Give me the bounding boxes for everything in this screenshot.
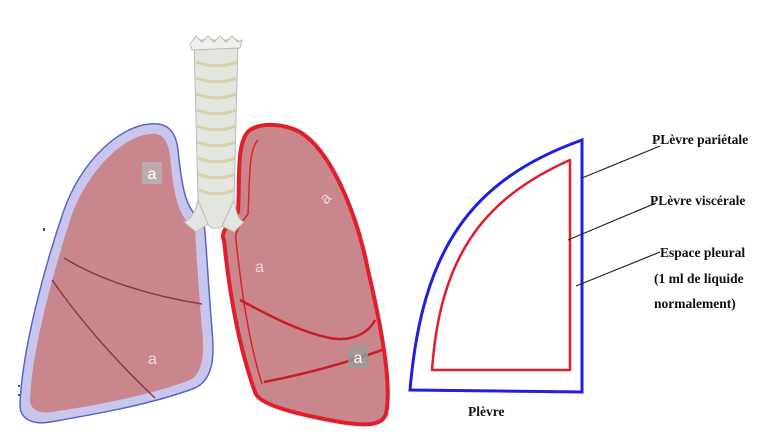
visceral-pleura-line xyxy=(430,158,572,372)
trachea-illustration xyxy=(182,35,245,233)
pleura-schematic: PLèvre pariétale PLèvre viscérale Espace… xyxy=(408,132,748,419)
label-parietal-pleura: PLèvre pariétale xyxy=(652,132,748,147)
leader-line-visceral xyxy=(567,202,657,241)
trachea-top xyxy=(189,35,243,51)
trachea-rings xyxy=(195,60,238,196)
label-pleural-space-detail-1: (1 ml de liquide xyxy=(654,271,744,286)
watermark-badge: a xyxy=(348,346,368,368)
left-lung-body xyxy=(30,133,204,413)
trachea-tube xyxy=(193,39,239,229)
watermark-text: a xyxy=(148,351,157,368)
watermark-text: a xyxy=(255,259,264,276)
label-visceral-pleura: PLèvre viscérale xyxy=(650,193,745,208)
right-lung-illustration xyxy=(221,123,390,427)
left-lung-illustration xyxy=(19,123,214,424)
leader-line-space xyxy=(575,251,661,287)
caption-plevre: Plèvre xyxy=(468,404,504,419)
left-lung-fissure-upper xyxy=(63,257,203,305)
watermark-badge: a xyxy=(142,162,162,184)
label-pleural-space: Espace pleural xyxy=(660,245,745,260)
svg-text:a: a xyxy=(354,350,363,367)
right-lung-body xyxy=(221,123,390,427)
bronchus-right xyxy=(221,198,245,233)
leader-line-parietal xyxy=(581,145,661,179)
edge-specks xyxy=(18,228,45,396)
right-lung-fissure-horizontal xyxy=(239,298,377,341)
bronchus-left xyxy=(182,198,209,233)
right-lung-inner-pleura xyxy=(234,139,263,385)
right-lung-fissure-oblique xyxy=(263,348,383,384)
svg-text:a: a xyxy=(148,166,157,183)
left-lung-fissure-lower xyxy=(51,279,156,399)
label-pleural-space-detail-2: normalement) xyxy=(654,296,736,311)
